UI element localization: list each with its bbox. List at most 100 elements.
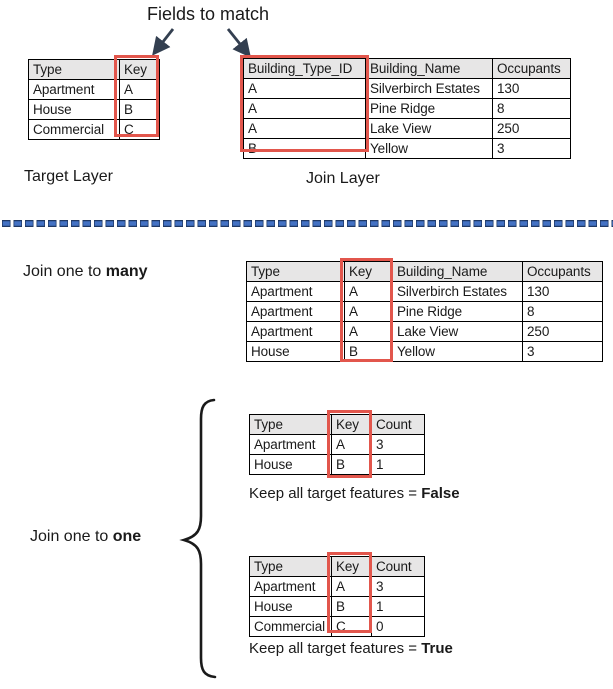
fields-to-match-label: Fields to match xyxy=(147,4,270,24)
table-cell: Apartment xyxy=(246,281,345,302)
table-cell: Commercial xyxy=(249,616,332,637)
join-one-to-many-label-regular: Join one to xyxy=(23,263,106,280)
table-cell: Commercial xyxy=(28,119,120,140)
column-header: Building_Name xyxy=(392,261,523,282)
table-cell: A xyxy=(331,434,372,455)
table-cell: 0 xyxy=(371,616,425,637)
keep-all-false-caption: Keep all target features = False xyxy=(249,485,460,502)
keep-all-false-caption-regular: Keep all target features = xyxy=(249,485,422,502)
table-cell: 130 xyxy=(492,78,571,99)
column-header: Type xyxy=(249,414,332,435)
table-cell: A xyxy=(331,576,372,597)
table-cell: 3 xyxy=(522,341,603,362)
table-cell: Lake View xyxy=(392,321,523,342)
table-cell: 250 xyxy=(492,118,571,139)
column-header: Building_Type_ID xyxy=(243,58,366,79)
table-cell: Pine Ridge xyxy=(392,301,523,322)
table-cell: A xyxy=(119,79,160,100)
join-one-to-one-label-bold: one xyxy=(112,528,142,545)
table-cell: Yellow xyxy=(365,138,493,159)
table-cell: Apartment xyxy=(249,434,332,455)
join-one-to-many-label: Join one to many xyxy=(23,263,148,281)
table-cell: Apartment xyxy=(28,79,120,100)
table-cell: B xyxy=(331,454,372,475)
table-cell: C xyxy=(119,119,160,140)
table-cell: B xyxy=(344,341,393,362)
keep-all-true-caption-bold: True xyxy=(421,640,453,657)
table-cell: House xyxy=(249,454,332,475)
column-header: Count xyxy=(371,414,425,435)
table-cell: 3 xyxy=(371,434,425,455)
keep-all-true-caption: Keep all target features = True xyxy=(249,640,453,657)
table-cell: 3 xyxy=(492,138,571,159)
column-header: Occupants xyxy=(522,261,603,282)
table-cell: 8 xyxy=(522,301,603,322)
column-header: Building_Name xyxy=(365,58,493,79)
keep-all-false-caption-bold: False xyxy=(421,485,460,502)
table-cell: Yellow xyxy=(392,341,523,362)
table-cell: House xyxy=(249,596,332,617)
table-cell: Apartment xyxy=(246,321,345,342)
table-cell: A xyxy=(344,321,393,342)
table-cell: C xyxy=(331,616,372,637)
fields-to-match-right-arrow-icon xyxy=(226,28,251,58)
join-layer-label: Join Layer xyxy=(306,170,380,187)
table-cell: 3 xyxy=(371,576,425,597)
table-cell: Pine Ridge xyxy=(365,98,493,119)
column-header: Key xyxy=(331,556,372,577)
target-layer-label: Target Layer xyxy=(24,168,113,185)
table-cell: Lake View xyxy=(365,118,493,139)
table-cell: A xyxy=(344,281,393,302)
table-cell: 1 xyxy=(371,454,425,475)
table-cell: B xyxy=(331,596,372,617)
table-cell: Apartment xyxy=(249,576,332,597)
column-header: Type xyxy=(249,556,332,577)
table-cell: Apartment xyxy=(246,301,345,322)
join-one-to-one-label-regular: Join one to xyxy=(30,528,113,545)
table-cell: House xyxy=(246,341,345,362)
column-header: Key xyxy=(119,59,160,80)
table-cell: B xyxy=(243,138,366,159)
table-cell: A xyxy=(344,301,393,322)
table-cell: A xyxy=(243,118,366,139)
column-header: Type xyxy=(28,59,120,80)
column-header: Occupants xyxy=(492,58,571,79)
table-cell: B xyxy=(119,99,160,120)
table-cell: Silverbirch Estates xyxy=(365,78,493,99)
table-cell: 8 xyxy=(492,98,571,119)
column-header: Count xyxy=(371,556,425,577)
curly-brace-icon xyxy=(179,398,217,679)
table-cell: 1 xyxy=(371,596,425,617)
keep-all-true-caption-regular: Keep all target features = xyxy=(249,640,422,657)
column-header: Key xyxy=(344,261,393,282)
table-cell: A xyxy=(243,98,366,119)
table-cell: 250 xyxy=(522,321,603,342)
